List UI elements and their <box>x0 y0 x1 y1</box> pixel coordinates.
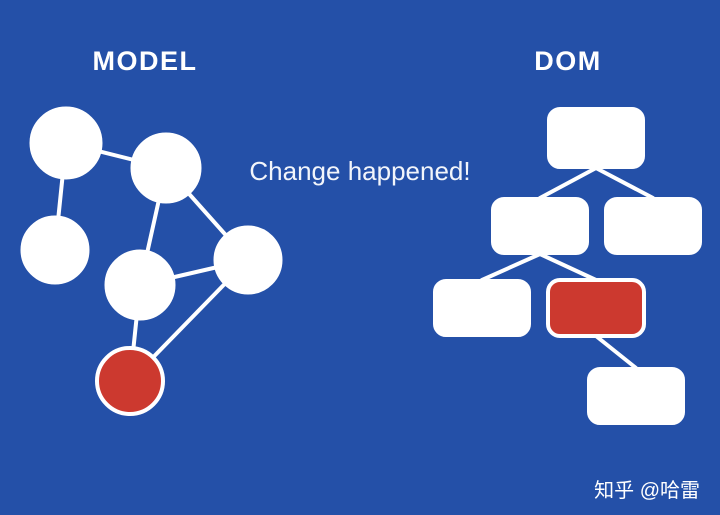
dom-node[interactable] <box>547 107 645 169</box>
dom-title: DOM <box>534 46 602 76</box>
dom-link <box>594 334 638 370</box>
model-node[interactable] <box>20 215 90 285</box>
dom-link <box>594 166 655 200</box>
dom-node-group <box>433 107 702 425</box>
dom-section: DOM <box>433 46 702 425</box>
model-node[interactable] <box>29 106 103 180</box>
dom-link-group <box>480 166 655 370</box>
model-node[interactable] <box>104 249 176 321</box>
change-caption: Change happened! <box>249 156 470 186</box>
model-node[interactable] <box>213 225 283 295</box>
dom-link <box>538 252 598 282</box>
dom-node[interactable] <box>491 197 589 255</box>
model-node-changed[interactable] <box>95 346 165 416</box>
dom-node[interactable] <box>433 279 531 337</box>
model-title: MODEL <box>93 46 198 76</box>
watermark: 知乎 @哈雷 <box>594 479 700 502</box>
dom-node-changed[interactable] <box>546 278 646 338</box>
model-node-group <box>20 106 283 416</box>
dom-link <box>480 252 542 282</box>
model-section: MODEL <box>20 46 283 416</box>
dom-node[interactable] <box>587 367 685 425</box>
model-node[interactable] <box>130 132 202 204</box>
dom-node[interactable] <box>604 197 702 255</box>
dom-link <box>538 166 598 200</box>
